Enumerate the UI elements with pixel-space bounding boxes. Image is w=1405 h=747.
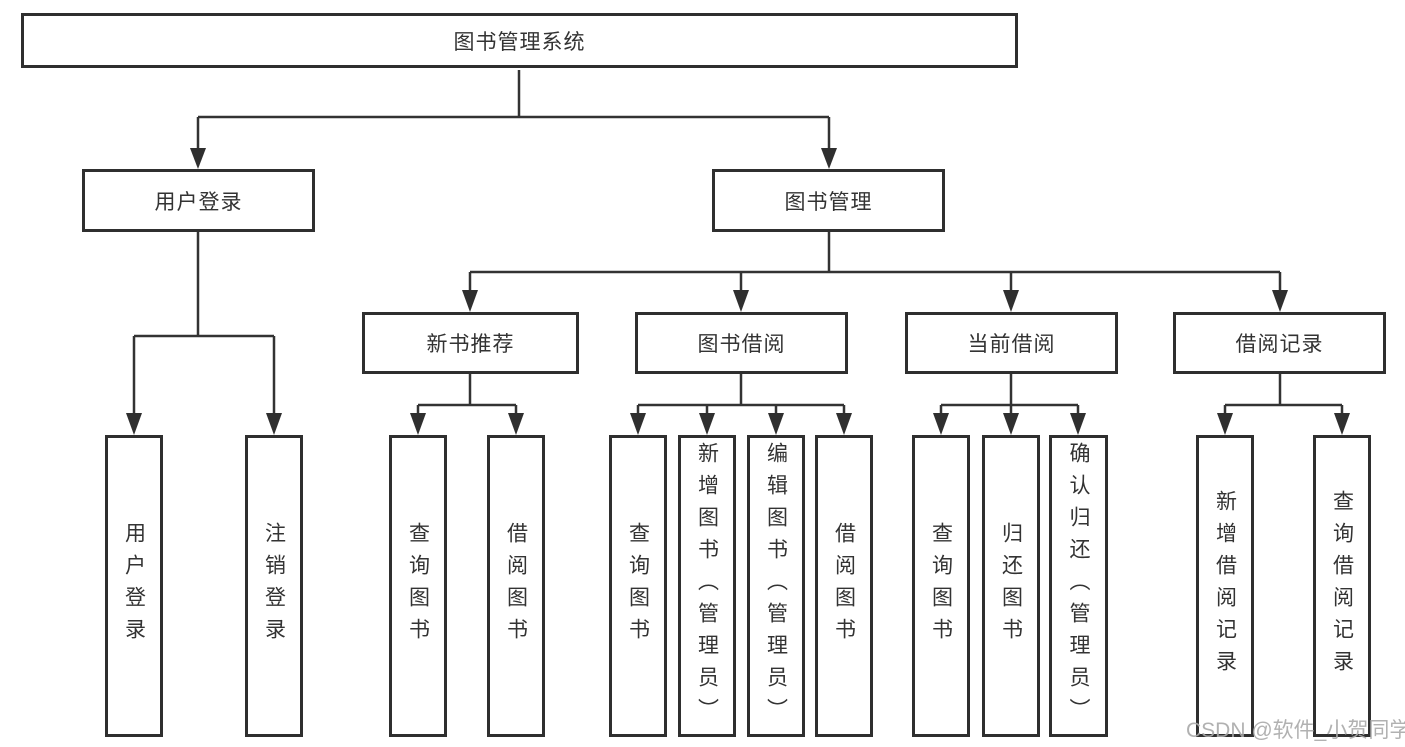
leaf-add-books-admin: 新增图书（管理员） bbox=[678, 435, 736, 737]
leaf-label: 借阅图书 bbox=[504, 522, 528, 650]
leaf-borrow-books: 借阅图书 bbox=[815, 435, 873, 737]
node-new-book-recommendation: 新书推荐 bbox=[362, 312, 579, 374]
leaf-label: 归还图书 bbox=[999, 522, 1023, 650]
leaf-query-books: 查询图书 bbox=[609, 435, 667, 737]
leaf-label: 新增借阅记录 bbox=[1213, 490, 1237, 682]
csdn-watermark: CSDN @软件_小贺同学 bbox=[1186, 719, 1405, 742]
node-user-login: 用户登录 bbox=[82, 169, 315, 232]
node-book-borrowing: 图书借阅 bbox=[635, 312, 848, 374]
leaf-label: 查询图书 bbox=[406, 522, 430, 650]
leaf-label: 确认归还（管理员） bbox=[1067, 442, 1090, 730]
node-borrowing-records: 借阅记录 bbox=[1173, 312, 1386, 374]
leaf-query-books: 查询图书 bbox=[912, 435, 970, 737]
leaf-label: 查询图书 bbox=[626, 522, 650, 650]
leaf-user-login: 用户登录 bbox=[105, 435, 163, 737]
leaf-query-books: 查询图书 bbox=[389, 435, 447, 737]
leaf-add-borrow-record: 新增借阅记录 bbox=[1196, 435, 1254, 737]
leaf-query-borrow-record: 查询借阅记录 bbox=[1313, 435, 1371, 737]
leaf-return-books: 归还图书 bbox=[982, 435, 1040, 737]
leaf-edit-books-admin: 编辑图书（管理员） bbox=[747, 435, 805, 737]
leaf-label: 新增图书（管理员） bbox=[695, 442, 719, 730]
leaf-label: 查询图书 bbox=[929, 522, 953, 650]
leaf-label: 用户登录 bbox=[122, 522, 146, 650]
arrowhead-icons bbox=[126, 148, 1350, 435]
leaf-label: 借阅图书 bbox=[832, 522, 856, 650]
leaf-label: 编辑图书（管理员） bbox=[764, 442, 788, 730]
node-library-system: 图书管理系统 bbox=[21, 13, 1018, 68]
leaf-label: 注销登录 bbox=[262, 522, 286, 650]
leaf-logout: 注销登录 bbox=[245, 435, 303, 737]
leaf-borrow-books: 借阅图书 bbox=[487, 435, 545, 737]
node-current-borrowing: 当前借阅 bbox=[905, 312, 1118, 374]
leaf-confirm-return-admin: 确认归还（管理员） bbox=[1049, 435, 1108, 737]
node-book-management: 图书管理 bbox=[712, 169, 945, 232]
leaf-label: 查询借阅记录 bbox=[1330, 490, 1354, 682]
